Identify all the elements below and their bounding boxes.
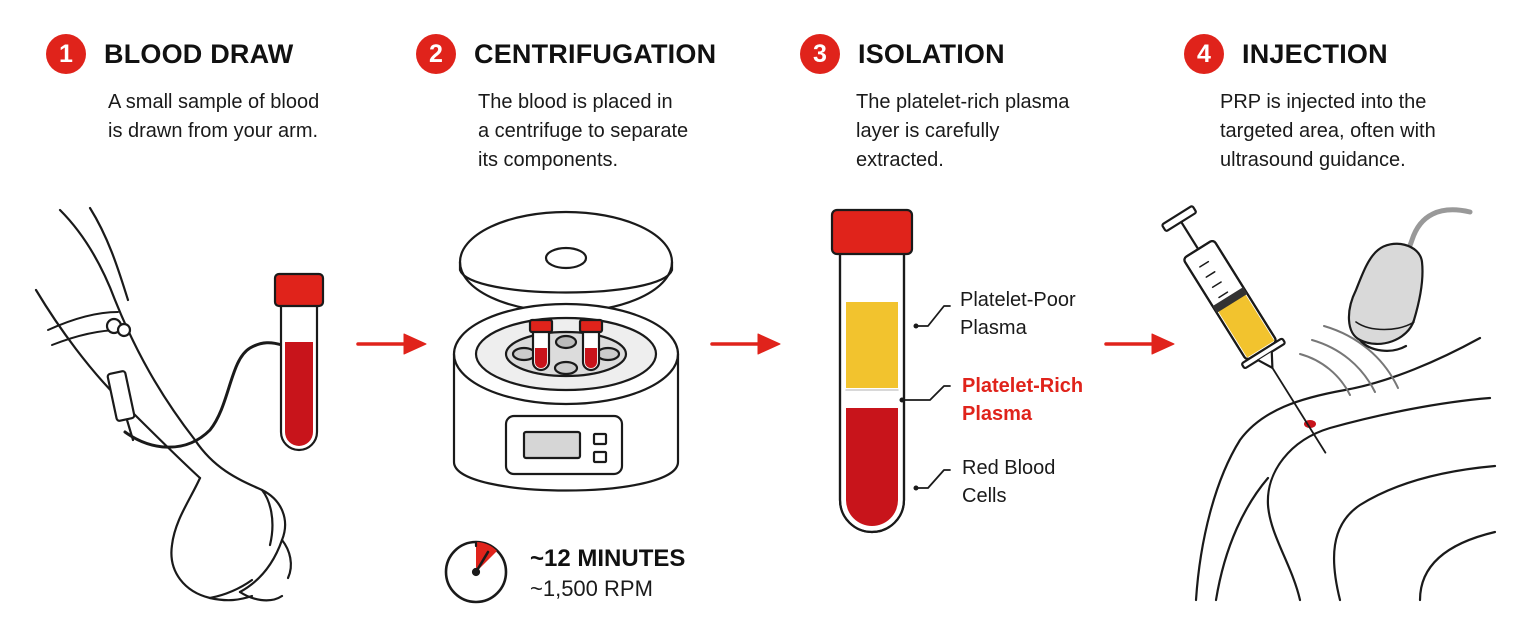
step-injection: 4 INJECTION PRP is injected into the tar… xyxy=(1184,32,1480,175)
desc-line: targeted area, often with xyxy=(1220,120,1436,142)
timer-duration: ~12 MINUTES xyxy=(530,545,686,572)
label-red-blood-cells: Red Blood Cells xyxy=(962,454,1055,510)
desc-line: its components. xyxy=(478,149,619,171)
label-line: Platelet-Poor xyxy=(960,289,1076,311)
desc-line: a centrifuge to separate xyxy=(478,120,689,142)
timer-icon xyxy=(444,540,508,604)
desc-line: PRP is injected into the xyxy=(1220,91,1427,113)
label-platelet-rich-plasma: Platelet-Rich Plasma xyxy=(962,372,1083,428)
step-number-badge: 3 xyxy=(800,34,840,74)
label-line: Cells xyxy=(962,485,1007,507)
desc-line: A small sample of blood xyxy=(108,91,320,113)
label-line: Red Blood xyxy=(962,457,1056,479)
label-line: Platelet-Rich xyxy=(962,375,1084,397)
step-centrifugation: 2 CENTRIFUGATION The blood is placed in … xyxy=(416,32,728,175)
step-number-badge: 2 xyxy=(416,34,456,74)
timer-info: ~12 MINUTES ~1,500 RPM xyxy=(530,544,685,604)
blood-tube-icon xyxy=(273,272,325,452)
step-description: A small sample of blood is drawn from yo… xyxy=(108,88,358,146)
step-title: INJECTION xyxy=(1242,38,1388,69)
desc-line: The blood is placed in xyxy=(478,91,673,113)
arrow-right-icon xyxy=(710,333,781,355)
step-description: The blood is placed in a centrifuge to s… xyxy=(478,88,728,175)
step-description: The platelet-rich plasma layer is carefu… xyxy=(856,88,1106,175)
arrow-right-icon xyxy=(1104,333,1175,355)
label-platelet-poor-plasma: Platelet-Poor Plasma xyxy=(960,286,1076,342)
desc-line: layer is carefully xyxy=(856,120,1000,142)
centrifuge-illustration xyxy=(452,210,680,492)
step-number-badge: 4 xyxy=(1184,34,1224,74)
label-line: Plasma xyxy=(962,403,1033,425)
step-blood-draw: 1 BLOOD DRAW A small sample of blood is … xyxy=(46,32,358,146)
step-title: CENTRIFUGATION xyxy=(474,38,717,69)
step-isolation: 3 ISOLATION The platelet-rich plasma lay… xyxy=(800,32,1106,175)
step-title: BLOOD DRAW xyxy=(104,38,294,69)
desc-line: extracted. xyxy=(856,149,944,171)
arm-illustration xyxy=(34,206,292,602)
label-line: Plasma xyxy=(960,317,1027,339)
desc-line: The platelet-rich plasma xyxy=(856,91,1070,113)
timer-speed: ~1,500 RPM xyxy=(530,576,653,601)
desc-line: ultrasound guidance. xyxy=(1220,149,1406,171)
step-number-badge: 1 xyxy=(46,34,86,74)
desc-line: is drawn from your arm. xyxy=(108,120,319,142)
separated-tube-illustration xyxy=(830,208,951,534)
injection-illustration xyxy=(1161,205,1497,602)
arrow-right-icon xyxy=(356,333,427,355)
step-title: ISOLATION xyxy=(858,38,1005,69)
step-description: PRP is injected into the targeted area, … xyxy=(1220,88,1480,175)
